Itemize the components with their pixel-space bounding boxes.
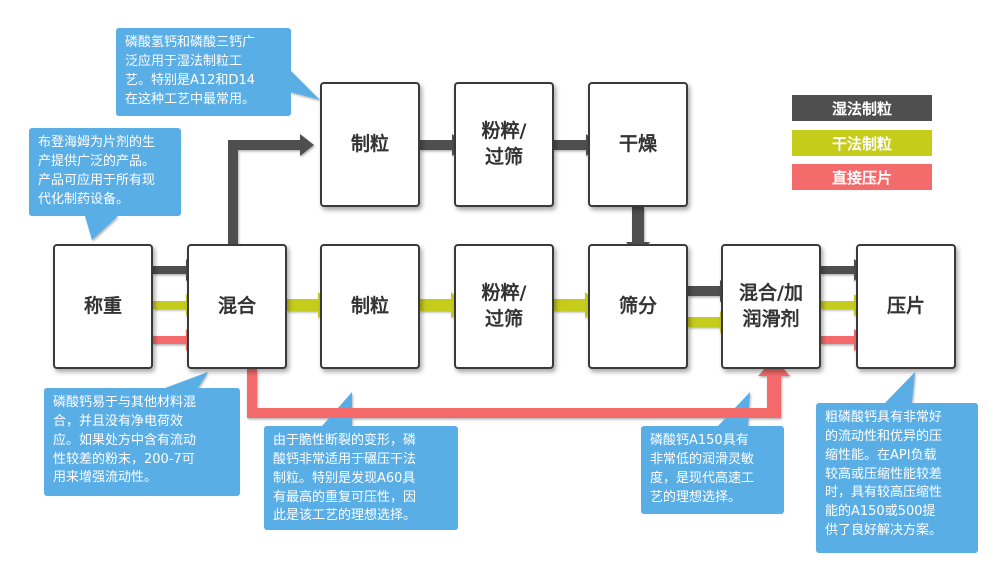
callout-budenheim-note: 布登海姆为片剂的生 产提供广泛的产品。 产品可应用于所有现 代化制药设备。	[29, 128, 181, 216]
box-dry-granulation: 制粒	[320, 244, 420, 369]
callout-pointer-3	[165, 372, 208, 388]
callout-pointer-2	[85, 216, 118, 240]
legend-wet-granulation: 湿法制粒	[792, 95, 932, 121]
callout-tableting-note: 粗磷酸钙具有非常好 的流动性和优异的压 缩性能。在API负载 较高或压缩性能较差…	[816, 403, 978, 553]
callout-wet-granulation-note: 磷酸氢钙和磷酸三钙广 泛应用于湿法制粒工 艺。特别是A12和D14 在这种工艺中…	[116, 28, 291, 116]
box-blending-lubrication: 混合/加 润滑剂	[721, 244, 821, 369]
arrow-direct-compression-path	[247, 358, 790, 418]
callout-mixing-note: 磷酸钙易于与其他材料混 合，并且没有净电荷效 应。如果处方中含有流动 性较差的粉…	[44, 388, 240, 496]
box-wet-milling-sieving: 粉粹/ 过筛	[454, 82, 554, 207]
box-wet-granulation: 制粒	[320, 82, 420, 207]
legend-direct-compression: 直接压片	[792, 164, 932, 190]
box-mixing: 混合	[187, 244, 287, 369]
callout-dry-granulation-note: 由于脆性断裂的变形，磷 酸钙非常适用于碾压干法 制粒。特别是发现A60具 有最高…	[264, 426, 458, 530]
box-weighing: 称重	[53, 244, 153, 369]
box-drying: 干燥	[588, 82, 688, 207]
box-sieving: 筛分	[588, 244, 688, 369]
box-dry-milling-sieving: 粉粹/ 过筛	[454, 244, 554, 369]
callout-pointer-6	[885, 372, 915, 403]
box-tableting: 压片	[856, 244, 956, 369]
callout-pointer-1	[290, 70, 320, 100]
arrow-mix-to-wet-granulation	[228, 134, 314, 244]
callout-lubrication-note: 磷酸钙A150具有 非常低的润滑灵敏 度，是现代高速工 艺的理想选择。	[641, 426, 784, 514]
arrow-dry-to-sieve	[626, 207, 650, 256]
legend-dry-granulation: 干法制粒	[792, 130, 932, 156]
